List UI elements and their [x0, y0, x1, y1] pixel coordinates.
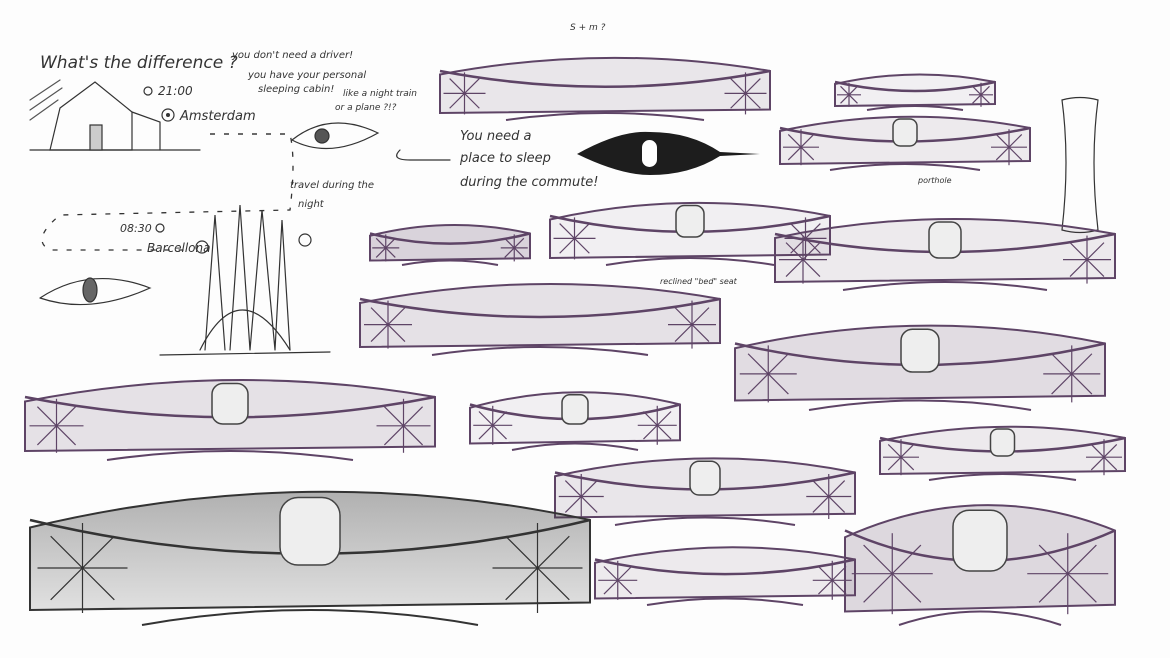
porthole-label: porthole [917, 176, 952, 185]
arrow-to-note [396, 149, 451, 161]
vehicle-sketch [844, 504, 1116, 626]
vehicle-sketch [549, 201, 831, 266]
travel-note-1: travel during the [290, 180, 374, 191]
train-note-1: like a night train [343, 89, 417, 99]
clock-icon [155, 223, 165, 233]
depart-time: 21:00 [158, 84, 193, 98]
train-note-2: or a plane ?!? [335, 103, 397, 113]
vehicle-sketch [879, 425, 1126, 481]
seat-label: reclined "bed" seat [660, 277, 738, 286]
location-icon [195, 240, 209, 254]
vehicle-sketch [469, 391, 681, 451]
vehicle-sketch [834, 73, 996, 111]
location-icon [161, 108, 175, 122]
sleep-note-1: You need a [460, 129, 531, 144]
cabin-note-2: sleeping cabin! [258, 84, 334, 95]
journey-path [41, 133, 294, 251]
arrive-city: Barcellona [147, 241, 210, 255]
driver-note: you don't need a driver! [231, 50, 353, 61]
pod-icon-sketch [39, 122, 380, 306]
vehicle-sketch [24, 379, 436, 461]
cathedral-sketch [159, 204, 331, 356]
travel-note-2: night [298, 199, 325, 210]
sleep-note-2: place to sleep [459, 151, 551, 166]
cabin-note-1: you have your personal [247, 70, 366, 81]
dimension-note: S + m ? [570, 23, 606, 33]
depart-city: Amsterdam [179, 109, 256, 124]
clock-icon [143, 86, 153, 96]
title-note: What's the difference ? [40, 53, 238, 73]
vehicle-sketch [779, 115, 1031, 171]
vehicle-sketch [359, 282, 721, 356]
vehicle-sketch [439, 56, 771, 121]
vehicle-sketch [774, 217, 1116, 291]
vehicle-sketch [29, 490, 591, 626]
logo-eye-shape [577, 131, 760, 175]
vehicle-sketch [734, 324, 1106, 411]
sleep-note-3: during the commute! [460, 175, 599, 190]
vehicle-sketch [594, 546, 856, 606]
house-sketch [29, 79, 201, 151]
vehicle-sketch [369, 224, 531, 266]
arrive-time: 08:30 [120, 222, 152, 235]
tower-sketch [1061, 96, 1099, 234]
vehicle-sketch [554, 457, 856, 526]
